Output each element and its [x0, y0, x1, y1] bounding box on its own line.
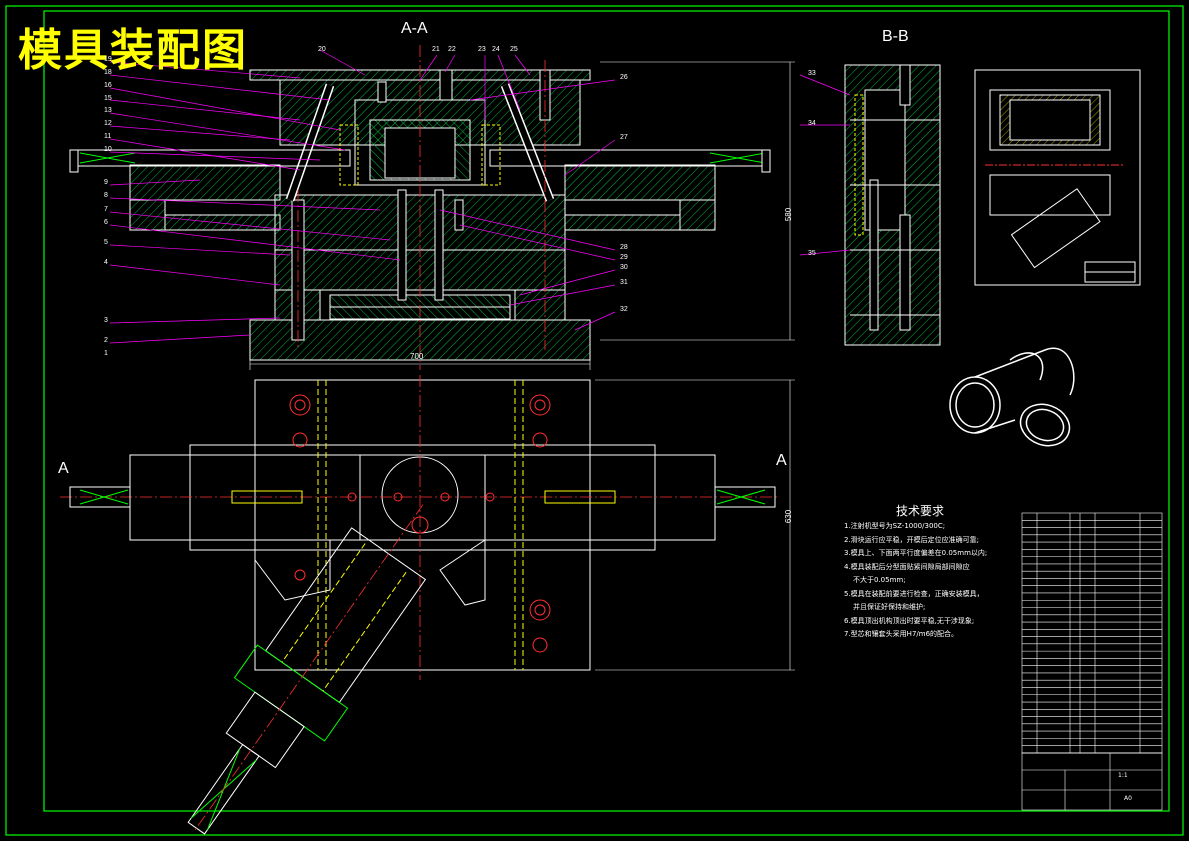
- callout-number: 34: [808, 120, 816, 127]
- callout-number: 8: [104, 192, 108, 199]
- drawing-title: 模具装配图: [18, 25, 248, 76]
- cut-mark-left: A: [58, 460, 69, 477]
- tech-item: 2.滑块运行应平稳，开模后定位应准确可靠;: [844, 535, 980, 544]
- section-aa-view: [69, 45, 795, 370]
- tech-item: 7.型芯和镶套头采用H7/m6的配合。: [844, 630, 959, 638]
- cut-mark-right: A: [776, 452, 787, 469]
- tech-item: 6.模具顶出机构顶出时要平稳,无干涉现象;: [844, 616, 975, 625]
- callout-number: 31: [620, 279, 628, 286]
- tech-item: 4.模具装配后分型面贴紧间隙局部间隙应: [844, 562, 970, 571]
- callout-number: 9: [104, 179, 108, 186]
- dim-plan-height: 630: [784, 509, 794, 524]
- callout-number: 27: [620, 134, 628, 141]
- callout-number: 2: [104, 337, 108, 344]
- part-detail-view: [974, 69, 1141, 286]
- dim-overall-height: 580: [784, 207, 794, 222]
- callout-number: 1: [104, 350, 108, 357]
- callout-number: 32: [620, 306, 628, 313]
- callout-number: 11: [104, 133, 112, 140]
- outer-border: [5, 5, 1184, 836]
- callout-number: 21: [432, 46, 440, 53]
- callout-number: 12: [104, 120, 112, 127]
- callout-number: 23: [478, 46, 486, 53]
- callout-number: 18: [104, 69, 112, 76]
- tech-item: 并且保证好保持和维护;: [853, 603, 926, 611]
- callout-number: 35: [808, 250, 816, 257]
- callout-number: 16: [104, 82, 112, 89]
- bill-of-materials: [1021, 512, 1163, 811]
- callout-number: 19: [104, 56, 112, 63]
- section-aa-label: A-A: [401, 20, 428, 37]
- dim-overall-width: 700: [410, 352, 424, 361]
- callout-number: 5: [104, 239, 108, 246]
- callout-number: 24: [492, 46, 500, 53]
- callout-number: 6: [104, 219, 108, 226]
- callout-number: 15: [104, 95, 112, 102]
- plan-view: [60, 375, 795, 835]
- callout-number: 10: [104, 146, 112, 153]
- section-bb-label: B-B: [882, 28, 909, 45]
- callout-number: 29: [620, 254, 628, 261]
- callout-number: 20: [318, 46, 326, 53]
- tech-requirements-heading: 技术要求: [896, 504, 945, 518]
- tech-item: 5.模具在装配前要进行检查，正确安装模具，: [844, 589, 984, 598]
- section-bb-view: [799, 64, 941, 346]
- callout-number: 26: [620, 74, 628, 81]
- callout-number: 25: [510, 46, 518, 53]
- isometric-part: [949, 347, 1075, 447]
- callout-number: 22: [448, 46, 456, 53]
- title-block-sheet: A0: [1124, 795, 1132, 802]
- tech-item: 不大于0.05mm;: [853, 576, 906, 584]
- tech-item: 3.模具上、下面两平行度偏差在0.05mm以内;: [844, 549, 988, 557]
- tech-requirements-list: 1.注射机型号为SZ-1000/300C; 2.滑块运行应平稳，开模后定位应准确…: [844, 520, 987, 642]
- leaders-left: [109, 61, 401, 344]
- callout-number: 28: [620, 244, 628, 251]
- leaders-right: [319, 49, 616, 331]
- title-block-scale: 1:1: [1118, 772, 1128, 779]
- tech-item: 1.注射机型号为SZ-1000/300C;: [844, 522, 946, 530]
- callout-number: 30: [620, 264, 628, 271]
- inner-border: [43, 10, 1170, 812]
- callout-number: 13: [104, 107, 112, 114]
- callout-number: 7: [104, 206, 108, 213]
- callout-number: 33: [808, 70, 816, 77]
- callout-number: 3: [104, 317, 108, 324]
- callout-number: 4: [104, 259, 108, 266]
